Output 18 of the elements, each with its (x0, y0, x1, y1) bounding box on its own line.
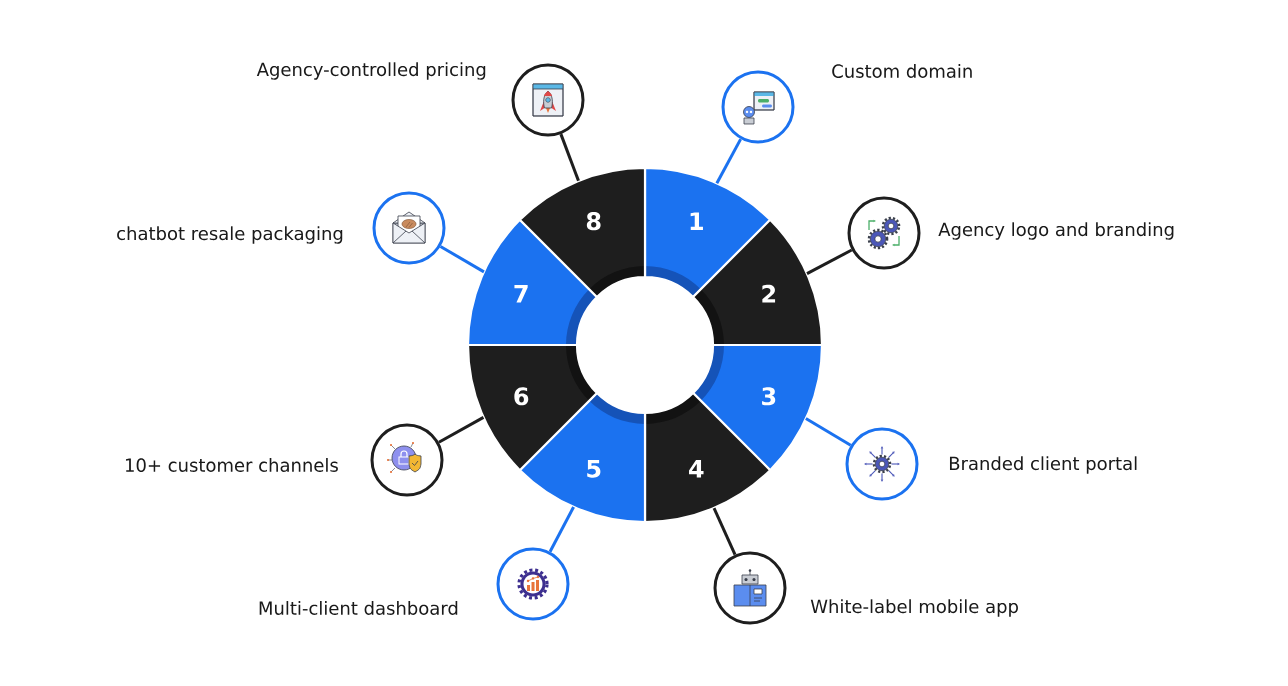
connector-line (805, 417, 852, 447)
feature-label: Branded client portal (950, 456, 1137, 474)
feature-label: Multi-client dashboard (259, 601, 458, 615)
feature-label: Custom domain (832, 64, 972, 78)
connector-line (806, 248, 853, 275)
feature-label: White-label mobile app (810, 599, 1018, 617)
connector-line (712, 507, 737, 556)
feature-label: chatbot resale packaging (117, 226, 343, 244)
connector-line (548, 506, 575, 553)
connector-line (439, 245, 485, 274)
feature-label: 10+ customer channels (126, 458, 338, 472)
feature-label: Agency-controlled pricing (256, 62, 486, 80)
connector-line (438, 416, 485, 444)
icon-circle (847, 196, 921, 270)
icon-circle (845, 427, 919, 501)
feature-label: Agency logo and branding (938, 222, 1174, 240)
connector-line (715, 138, 742, 184)
connector-line (559, 133, 580, 182)
